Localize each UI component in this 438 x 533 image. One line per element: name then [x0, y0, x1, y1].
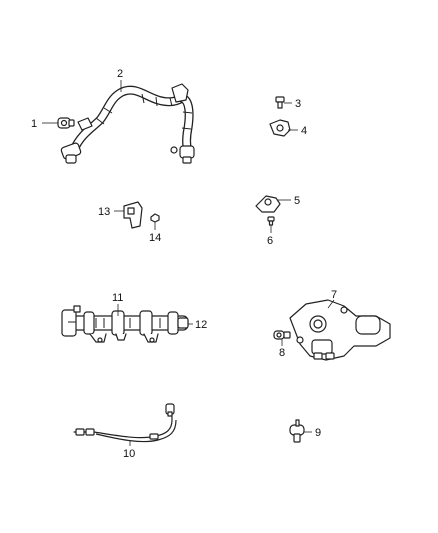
callout-2: 2	[117, 68, 123, 80]
callout-1: 1	[31, 118, 37, 130]
callout-12: 12	[195, 319, 207, 331]
callout-11: 11	[112, 292, 123, 304]
part-11-fuel-rail[interactable]	[61, 305, 189, 343]
callout-9: 9	[315, 427, 321, 439]
part-1-sensor[interactable]	[57, 117, 75, 129]
callout-6: 6	[267, 235, 273, 247]
part-14-nut[interactable]	[150, 213, 160, 223]
callout-labels: 1 2 3 4 5 6 7 8 9 10 11 12 13 14	[31, 68, 337, 460]
part-13-bracket[interactable]	[123, 201, 143, 229]
part-4-sensor[interactable]	[269, 119, 291, 137]
part-3-bolt[interactable]	[275, 96, 285, 109]
callout-8: 8	[279, 347, 285, 359]
leader-lines	[42, 80, 335, 446]
part-8-sensor[interactable]	[273, 330, 291, 340]
part-10-harness[interactable]	[73, 403, 177, 443]
callout-13: 13	[98, 206, 110, 218]
callout-3: 3	[295, 98, 301, 110]
part-5-sensor[interactable]	[255, 195, 281, 213]
callout-4: 4	[301, 125, 307, 137]
part-6-screw[interactable]	[267, 216, 275, 226]
part-12-fitting[interactable]	[177, 317, 189, 329]
part-9-sensor[interactable]	[289, 419, 305, 443]
callout-7: 7	[331, 289, 337, 301]
part-2-hose-assembly[interactable]	[60, 83, 195, 164]
callout-14: 14	[149, 232, 161, 244]
callout-5: 5	[294, 195, 300, 207]
callout-10: 10	[123, 448, 135, 460]
part-7-housing[interactable]	[289, 299, 391, 361]
